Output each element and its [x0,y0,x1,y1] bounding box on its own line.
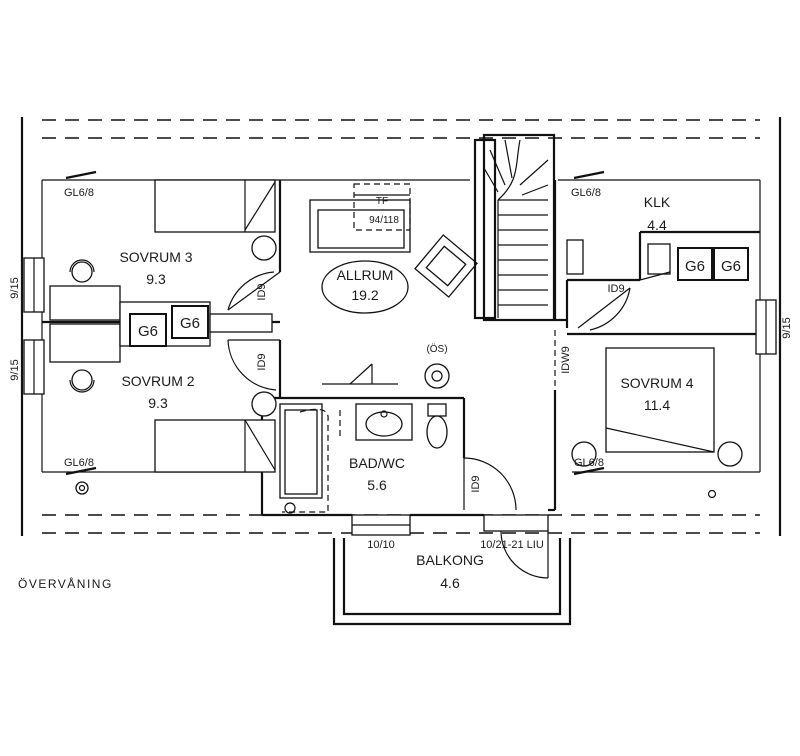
room-allrum-area: 19.2 [351,287,378,303]
bed-sovrum3 [154,179,277,261]
storage-g6-c-label: G6 [685,258,705,275]
window-left-upper-label: 9/15 [9,277,21,298]
window-right [755,299,777,355]
bed-sovrum4 [571,347,743,499]
room-sovrum2-name: SOVRUM 2 [121,373,194,389]
storage-g6-a-label: G6 [138,323,158,340]
door-sovrum3-label: ID9 [256,283,268,300]
room-badwc-name: BAD/WC [349,455,405,471]
gl-top-left-label: GL6/8 [64,187,94,199]
window-left-lower-label: 9/15 [9,359,21,380]
roof-window-gl-bottom-left [65,466,97,476]
gl-bottom-left-label: GL6/8 [64,457,94,469]
room-klk-name: KLK [644,194,671,210]
sofa-tf [309,183,411,253]
storage-g6-d-label: G6 [721,258,741,275]
tf-size-label: 94/118 [369,215,399,226]
roof-window-gl-top-right [573,170,605,180]
balcony-door-label: 10/21-21 LIU [480,539,544,551]
door-klk-label: ID9 [607,283,624,295]
storage-g6-b-label: G6 [180,315,200,332]
door-bad-label: ID9 [470,475,482,492]
door-bad [463,457,517,511]
roof-window-gl-top-left [65,170,97,180]
desk-sovrum2 [49,323,121,393]
room-klk-area: 4.4 [647,217,667,233]
desk-sovrum3 [49,259,121,321]
door-sovrum2 [227,339,280,391]
roof-window-gl-bottom-right [573,466,605,476]
window-right-label: 9/15 [781,317,793,338]
gl-bottom-right-label: GL6/8 [574,457,604,469]
balcony-window-label: 10/10 [367,539,395,551]
storage-g6-b: G6 [171,305,209,339]
room-balkong-name: BALKONG [416,552,484,568]
room-sovrum3-area: 9.3 [146,271,166,287]
os-label: (ÖS) [426,343,447,355]
klk-furniture [566,239,671,281]
door-sovrum3 [227,271,281,311]
sink [339,403,413,441]
bed-sovrum2 [154,391,277,473]
toilet [426,403,448,449]
room-sovrum2-area: 9.3 [148,395,168,411]
staircase [473,133,556,322]
smoke-detector [75,481,89,495]
door-sovrum2-label: ID9 [256,353,268,370]
room-sovrum3-name: SOVRUM 3 [119,249,192,265]
room-sovrum4-area: 11.4 [644,397,670,413]
room-badwc-area: 5.6 [367,477,387,493]
window-left-upper [23,257,45,313]
storage-g6-a: G6 [129,313,167,347]
balcony-structure [332,514,572,626]
allrum-label-ellipse [321,260,409,314]
tf-label: TF [376,196,388,207]
door-sovrum4-label: IDW9 [560,346,572,374]
floor-label: ÖVERVÅNING [18,576,113,591]
storage-g6-d: G6 [713,247,749,281]
bathtub [279,403,329,514]
window-left-lower [23,339,45,395]
door-klk [577,287,631,331]
room-allrum-name: ALLRUM [337,267,394,283]
room-sovrum4-name: SOVRUM 4 [620,375,693,391]
armchair [414,234,478,298]
gl-top-right-label: GL6/8 [571,187,601,199]
storage-g6-c: G6 [677,247,713,281]
radiator-bath [322,363,398,385]
room-balkong-area: 4.6 [440,575,460,591]
floor-drain-os [424,363,450,389]
